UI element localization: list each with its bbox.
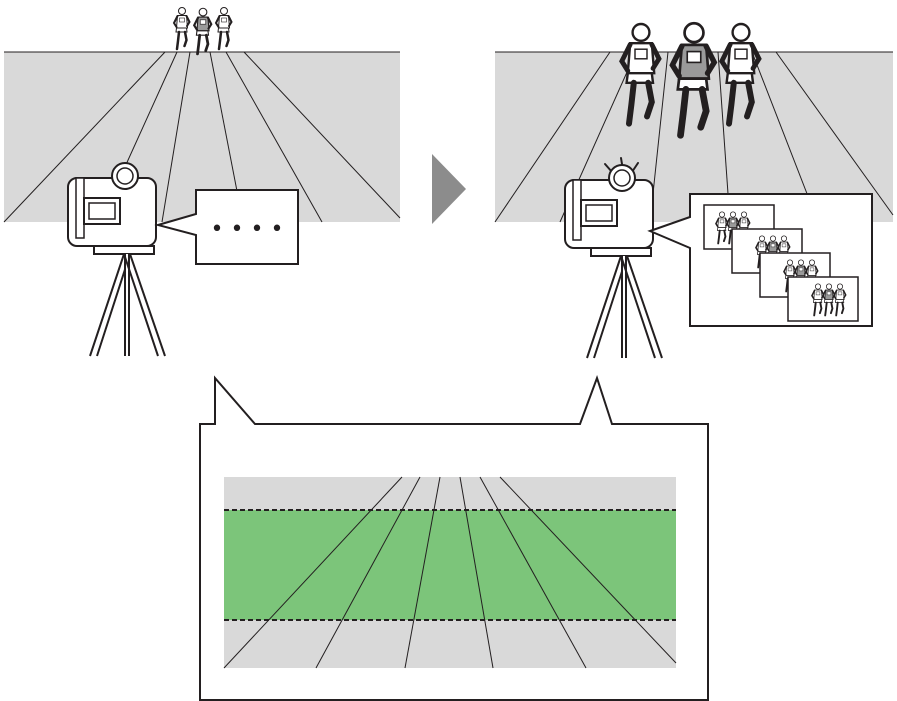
photo-sequence-icon — [703, 204, 859, 322]
photos-bubble — [647, 193, 873, 327]
tripod-camera-right-icon — [565, 165, 662, 358]
tripod-camera-left-icon — [68, 163, 165, 356]
left-scene: • • • • — [3, 6, 401, 357]
waiting-bubble: • • • • — [154, 189, 299, 265]
runners-far-icon — [172, 6, 233, 56]
zoom-callout — [199, 374, 709, 701]
photo-frame — [787, 276, 859, 322]
detection-zone — [224, 510, 676, 620]
play-arrow-icon — [432, 154, 466, 224]
callout-track-lines — [223, 476, 677, 669]
right-scene — [494, 23, 894, 358]
waiting-dots: • • • • — [211, 217, 284, 242]
